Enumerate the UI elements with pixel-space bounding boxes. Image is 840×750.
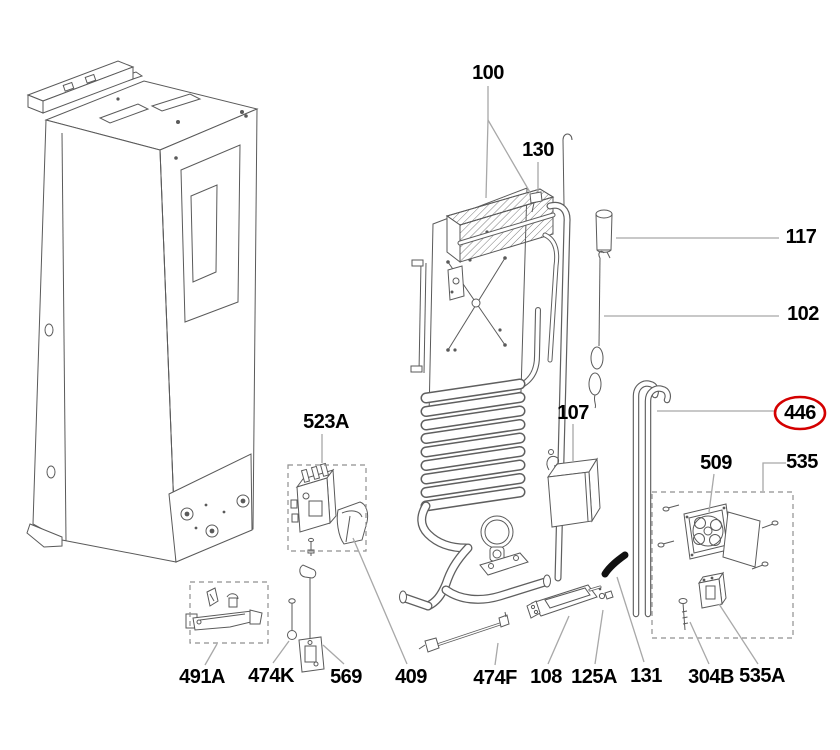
callout-569[interactable]: 569 — [330, 666, 362, 688]
callout-474k[interactable]: 474K — [248, 665, 294, 687]
condensate-container-107-part — [546, 449, 601, 528]
callout-535[interactable]: 535 — [786, 451, 818, 473]
callout-108[interactable]: 108 — [530, 666, 562, 688]
cooling-unit-drawing — [399, 133, 573, 611]
absorber-coil — [420, 378, 526, 512]
screw-304b-part — [678, 598, 689, 631]
control-unit-523a-part — [290, 462, 337, 533]
callout-125a[interactable]: 125A — [571, 666, 617, 688]
spring-131-part — [601, 551, 629, 578]
refrigerator-cabinet-drawing — [26, 60, 259, 563]
callout-100[interactable]: 100 — [472, 62, 504, 84]
callout-491a[interactable]: 491A — [179, 666, 225, 688]
callout-535a[interactable]: 535A — [739, 665, 785, 687]
fan-screws — [657, 504, 779, 570]
callout-474f[interactable]: 474F — [473, 667, 517, 689]
callout-102[interactable]: 102 — [787, 303, 819, 325]
fitting-130 — [529, 191, 543, 213]
callout-523a[interactable]: 523A — [303, 411, 349, 433]
callout-131[interactable]: 131 — [630, 665, 662, 687]
callout-446[interactable]: 446 — [784, 402, 816, 424]
callout-509[interactable]: 509 — [700, 452, 732, 474]
callout-304b[interactable]: 304B — [688, 666, 734, 688]
evaporator-fins — [445, 188, 556, 301]
callout-409[interactable]: 409 — [395, 666, 427, 688]
callout-107[interactable]: 107 — [557, 402, 589, 424]
fan-assembly-509-part — [683, 503, 761, 568]
highlight-circle — [773, 395, 827, 431]
screw-474k-part — [287, 598, 297, 640]
group-box-523a — [287, 464, 367, 552]
cable-474f-part — [418, 611, 510, 653]
leader-lines — [204, 86, 786, 666]
burner-108-part — [526, 584, 602, 619]
electrode-kit-491a-part — [185, 587, 263, 631]
callout-117[interactable]: 117 — [785, 226, 817, 248]
jet-125a-part — [598, 587, 614, 600]
boiler-assembly — [399, 501, 551, 611]
burner-tube-117-part — [595, 209, 613, 259]
group-box-491a — [189, 581, 269, 644]
rod-bracket-569-part — [298, 537, 325, 673]
pipes-446-part — [632, 380, 672, 618]
thermocouple-102-part — [588, 250, 605, 409]
relay-535a-part — [697, 571, 727, 609]
cover-409-part — [336, 501, 369, 545]
callout-130[interactable]: 130 — [522, 139, 554, 161]
